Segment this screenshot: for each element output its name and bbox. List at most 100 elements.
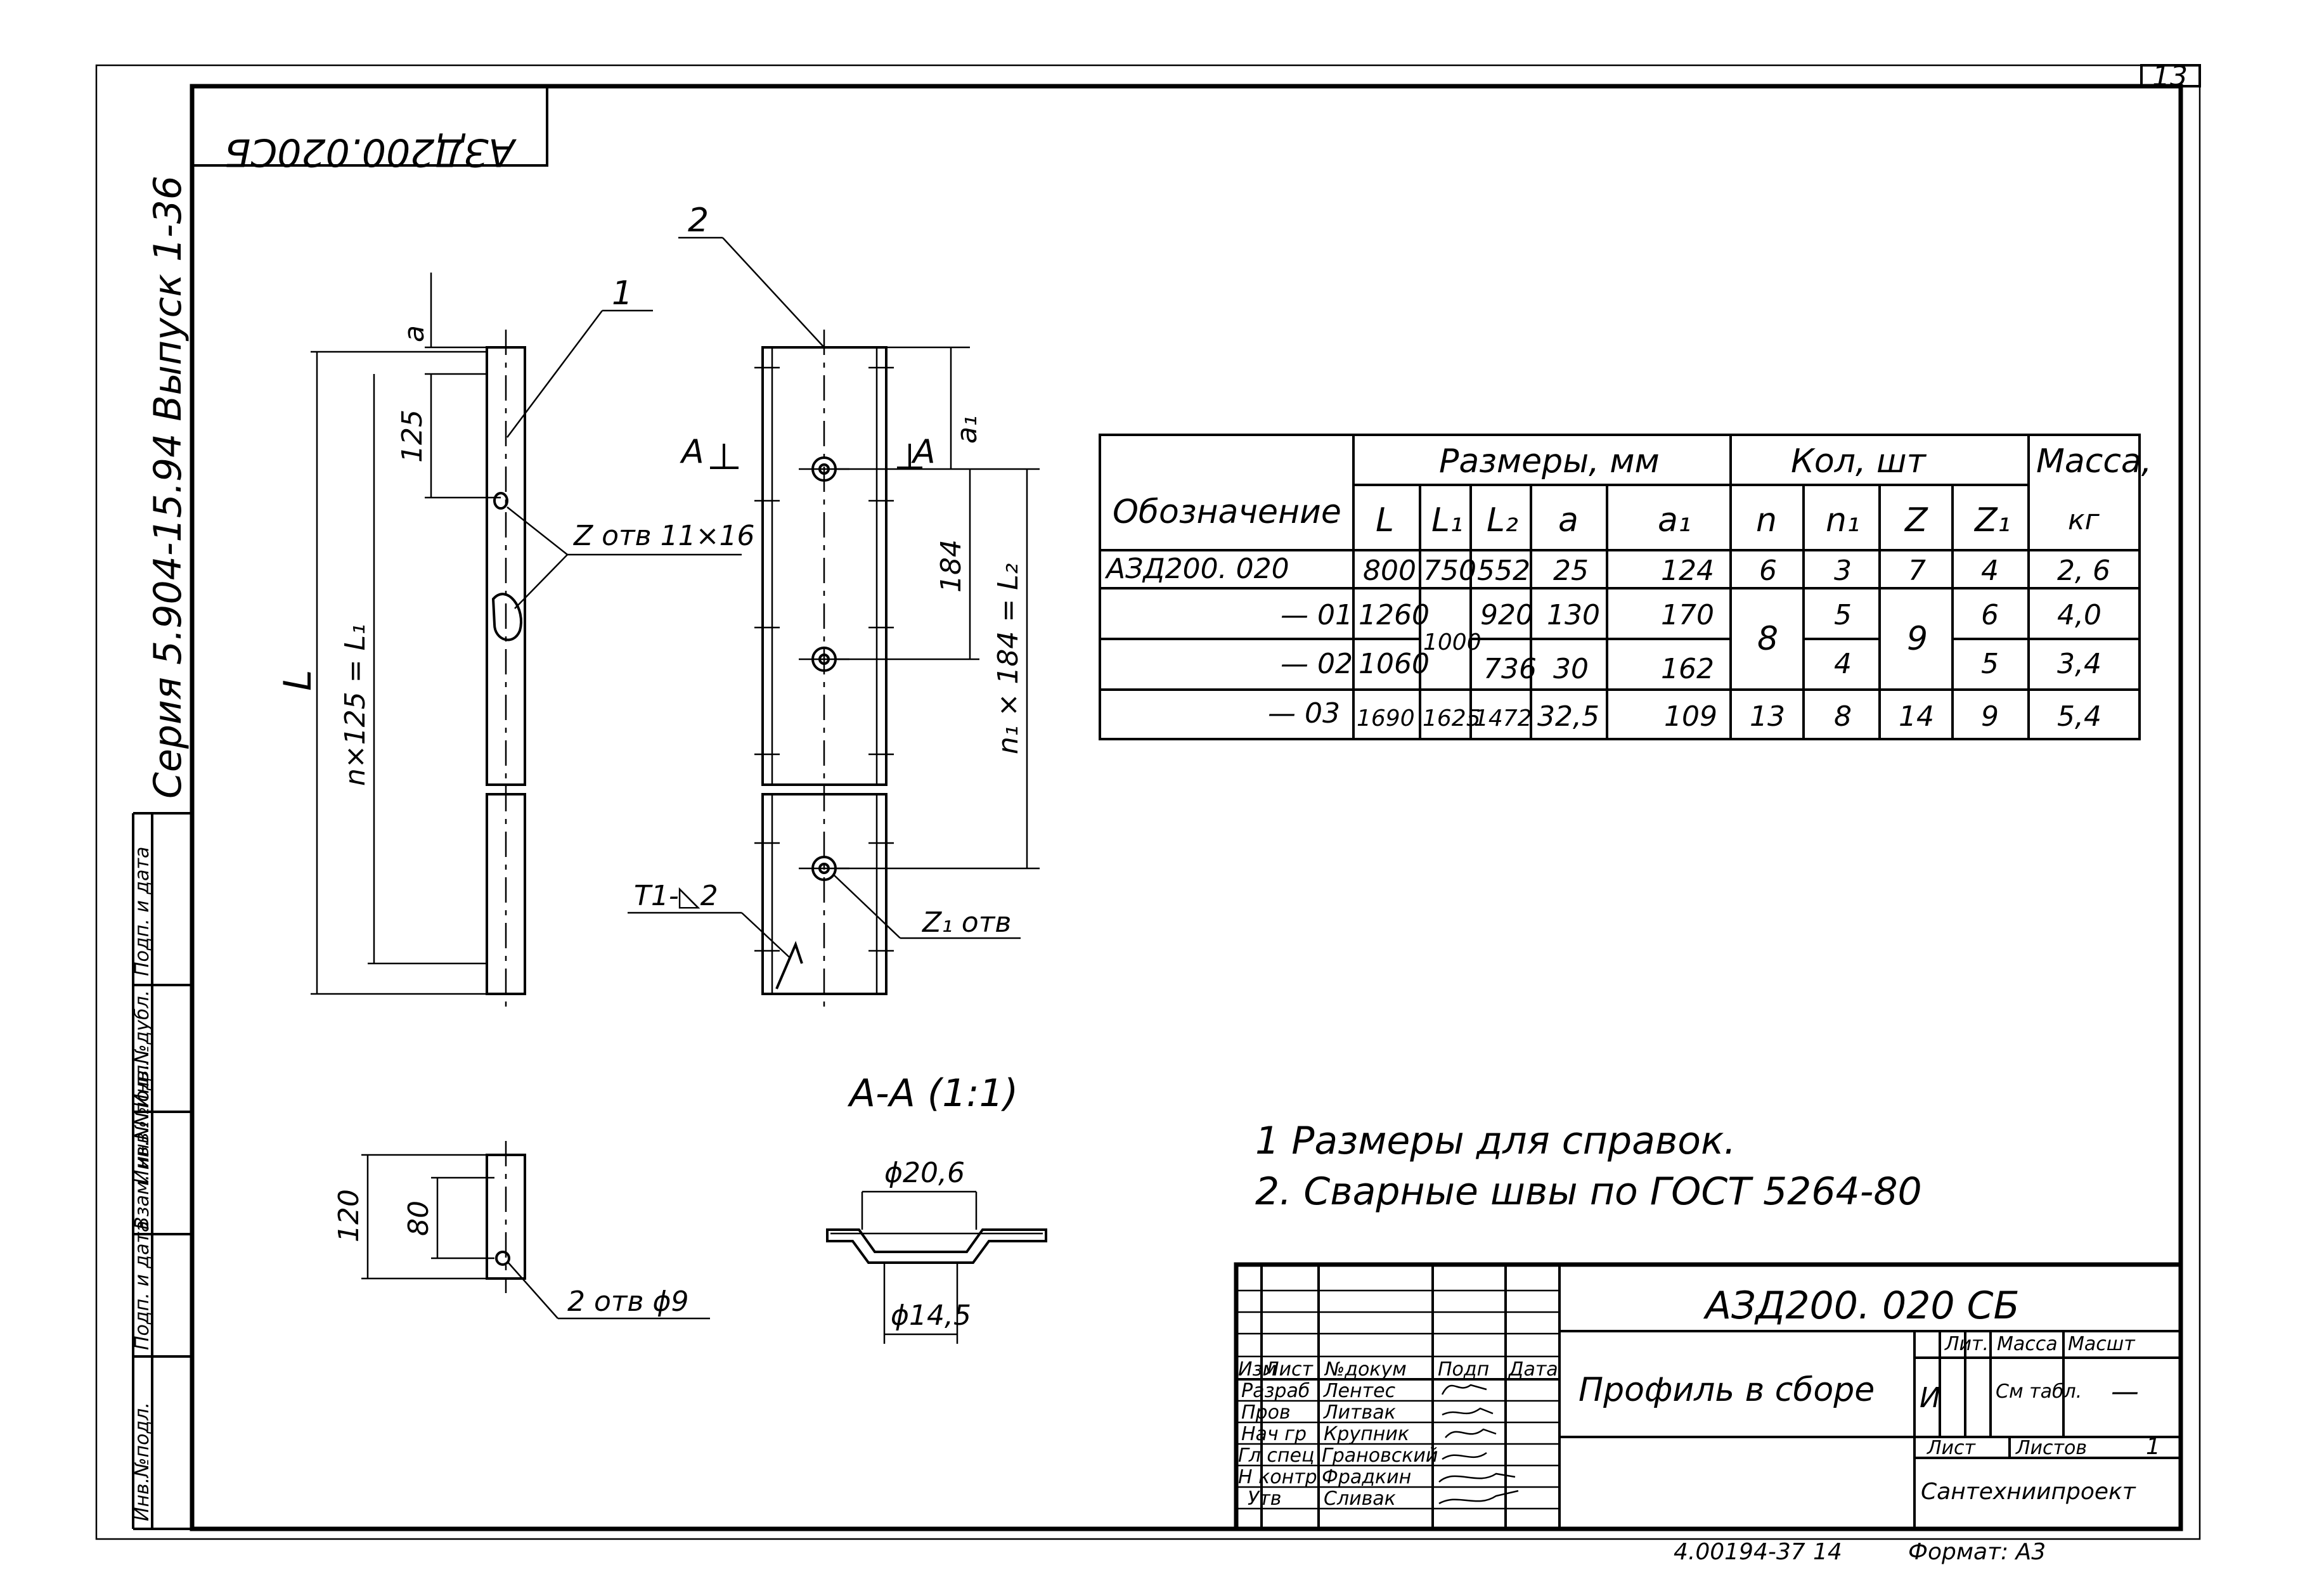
holes-z1-label: Z₁ отв [922,906,1011,939]
stamp-num: 14 [1813,1539,1842,1565]
hdr-a: a [1558,501,1578,539]
dim-L-label: L [276,670,320,691]
strip-label-3: Инв.№ подл. [131,1059,153,1184]
mirrored-code: АЗД200.020СБ [224,130,517,174]
r0-n: 6 [1759,555,1777,587]
format-label: Формат: А3 [1908,1539,2046,1565]
dim-nx125-label: n×125 = L₁ [339,624,371,786]
r1-designation: — 01 [1281,599,1353,631]
hdr-mass-unit: кг [2068,504,2100,536]
hdr-n1: n₁ [1826,501,1860,539]
inner-frame [190,84,2183,1531]
part-2-view: 2 А А a₁ 184 n₁ × 184 = L₂ Z₁ отв Т1-◺2 [628,202,1040,1011]
r3-a1: 109 [1664,700,1717,733]
tb-code: АЗД200. 020 СБ [1703,1284,2020,1328]
holes-z-label: Z отв 11×16 [573,520,754,552]
hdr-quantity: Кол, шт [1791,442,1927,480]
section-a-a: А-А (1:1) ϕ20,6 ϕ14,5 [826,1071,1047,1344]
r0-Z: 7 [1908,555,1926,587]
r0-a: 25 [1553,555,1589,587]
tb-person-4: Фрадкин [1322,1466,1411,1488]
section-title: А-А (1:1) [847,1071,1018,1116]
tb-sheet-label: Лист [1927,1437,1977,1459]
r3-L1: 1625 [1423,705,1481,731]
strip-label-1: Подп. и дата [131,847,153,976]
callout-2: 2 [688,202,709,240]
hdr-L2: L₂ [1487,501,1518,539]
hdr-L: L [1376,501,1394,539]
tb-col-date: Дата [1507,1358,1558,1381]
note-2: 2. Сварные швы по ГОСТ 5264-80 [1255,1169,1922,1214]
stamp-code: 4.00194-37 [1674,1539,1805,1565]
hdr-dimensions: Размеры, мм [1439,442,1660,480]
mirrored-code-box [191,85,548,167]
r1-a1: 170 [1661,599,1714,631]
tb-name: Профиль в сборе [1578,1371,1875,1409]
weld-label: Т1-◺2 [634,880,718,912]
strip-label-2: Инв.№дубл. [131,990,153,1108]
tb-role-0: Разраб [1241,1380,1310,1402]
tb-person-1: Литвак [1323,1401,1396,1424]
callout-1: 1 [612,274,633,312]
part-1-view: a 125 L n×125 = L₁ 1 Z отв 11×16 [276,273,754,1011]
r3-n: 13 [1750,700,1785,733]
r2-Z1: 5 [1981,648,1999,680]
tb-person-5: Сливак [1324,1488,1396,1510]
tb-role-3: Гл спец [1238,1445,1314,1467]
dim-125-label: 125 [396,409,429,463]
r1-Z: 9 [1907,620,1928,658]
tb-role-2: Нач гр [1241,1423,1307,1445]
hdr-mass: Масса, [2036,442,2152,480]
r0-n1: 3 [1834,555,1852,587]
tb-person-0: Лентес [1323,1380,1396,1402]
r2-L: 1060 [1359,648,1430,680]
r3-a: 32,5 [1537,700,1599,733]
section-mark-right: А [911,433,936,471]
tb-col-izm: Изм [1238,1358,1277,1381]
r0-L2: 552 [1477,555,1530,587]
tb-col-sign: Подп [1438,1358,1489,1381]
strip-label-6: Инв.№подл. [131,1402,153,1521]
dim-80-label: 80 [403,1201,435,1236]
tb-role-5: Утв [1248,1488,1281,1510]
note-1: 1 Размеры для справок. [1255,1119,1736,1163]
outer-frame [95,64,2201,1540]
r3-designation: — 03 [1268,697,1340,730]
r1-mass: 4,0 [2057,599,2101,631]
series-text: Серия 5.904-15.94 Выпуск 1-36 [146,176,190,799]
r3-n1: 8 [1834,700,1852,733]
title-block: Изм Лист №докум Подп Дата Разраб Пров На… [1234,1262,2183,1531]
tb-person-3: Грановский [1322,1445,1438,1467]
hdr-a1: a₁ [1658,501,1691,539]
dim-120-label: 120 [333,1189,365,1242]
r1-L1: 1000 [1423,629,1482,655]
r1-n1: 5 [1834,599,1852,631]
r2-designation: — 02 [1281,648,1353,680]
part-1-top-view: 120 80 2 отв ϕ9 [333,1141,710,1320]
hdr-L1: L₁ [1431,501,1463,539]
r0-a1: 124 [1661,555,1714,587]
left-strip: Подп. и дата Инв.№дубл. Инв.№ подл. Взам… [131,812,192,1530]
tb-sheets-label: Листов [2015,1437,2087,1459]
r2-mass: 3,4 [2057,648,2101,680]
r0-L: 800 [1363,555,1416,587]
r3-Z1: 9 [1981,700,1999,733]
sheet-number-box [2140,64,2201,87]
hdr-designation: Обозначение [1113,493,1341,531]
tb-mass-label: Масса [1997,1333,2058,1355]
r1-L2: 920 [1480,599,1533,631]
dim-a-label: a [398,325,430,342]
tb-mass-value: См табл. [1996,1381,2082,1403]
tb-lit-label: Лит. [1944,1333,1989,1355]
tb-scale-value: — [2111,1375,2139,1408]
tb-person-2: Крупник [1324,1423,1409,1445]
r3-L: 1690 [1357,705,1415,731]
tb-lit-value: И [1920,1382,1940,1414]
dim-a1-label: a₁ [951,415,983,444]
dim-n1x184-label: n₁ × 184 = L₂ [992,564,1024,754]
r1-Z1: 6 [1981,599,1999,631]
r3-mass: 5,4 [2057,700,2101,733]
strip-label-4: Взам. инв.№ [131,1107,153,1230]
r1-n: 8 [1757,620,1778,658]
tb-col-list: Лист [1264,1358,1314,1381]
